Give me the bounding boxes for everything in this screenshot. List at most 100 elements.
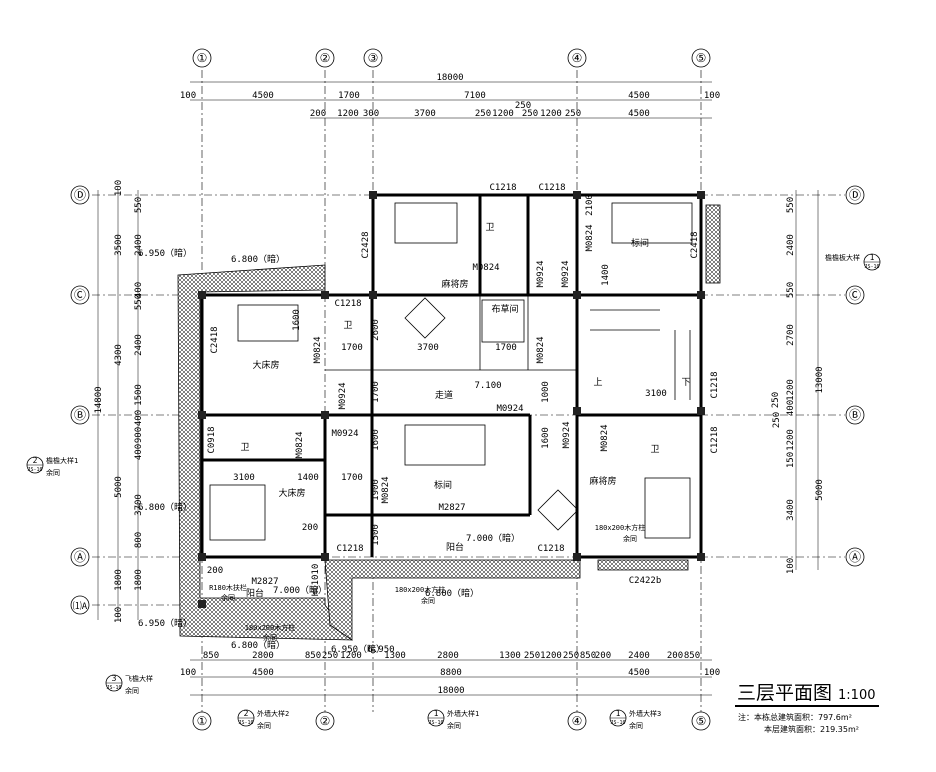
dim: 1200 — [340, 651, 362, 661]
room-label: 卫 — [343, 321, 352, 331]
window-label: C1218 — [537, 544, 564, 554]
dim: 1700 — [371, 381, 381, 403]
furniture — [209, 202, 693, 541]
misc-label: 余同 — [421, 596, 435, 605]
door-label: M0924 — [496, 404, 523, 414]
title-text: 三层平面图 — [737, 682, 833, 704]
level-mark: 6.800（暗） — [231, 253, 285, 265]
callout-text: 外墙大样3 — [629, 709, 661, 718]
area-notes: 注：本栋总建筑面积：797.6m² 本层建筑面积：219.35m² — [738, 712, 859, 736]
window-label: C1218 — [334, 299, 361, 309]
level-marks: 6.950（暗） 6.800（暗） 7.100 7.000（暗） 7.000（暗… — [138, 247, 520, 655]
dim: 1400 — [297, 473, 319, 483]
dim: 250 — [565, 109, 581, 119]
dim: 550 — [786, 282, 796, 298]
door-label: M0824 — [381, 476, 391, 503]
dim: 1300 — [384, 651, 406, 661]
callout-ref: JS-10 — [864, 264, 879, 270]
note-line: 注：本栋总建筑面积：797.6m² — [738, 713, 852, 722]
dim: 1600 — [541, 427, 551, 449]
room-label: 上 — [593, 377, 602, 388]
dim: 1800 — [114, 569, 124, 591]
dim: 2800 — [437, 651, 459, 661]
axis-bubbles-bottom: ① ② ④ ⑤ — [192, 711, 711, 731]
callout-text: 檐檐板大样 — [825, 253, 860, 262]
window-label: C0918 — [207, 426, 217, 453]
misc-label: 180x200木方柱 — [395, 585, 446, 594]
callout-text: 檐檐大样1 — [46, 456, 78, 465]
room-label: 麻将房 — [441, 278, 468, 290]
dim: 300 — [363, 109, 379, 119]
axis-label: ④ — [572, 51, 583, 65]
window-label: C2428 — [361, 231, 371, 258]
callout-ref: JS-10 — [610, 720, 625, 726]
window-label: C1218 — [538, 183, 565, 193]
callout-ref: JS-10 — [428, 720, 443, 726]
door-label: M0824 — [313, 336, 323, 363]
dim: 2600 — [371, 319, 381, 341]
dim: 1600 — [371, 429, 381, 451]
dim: 2100 — [585, 194, 595, 216]
level-mark: 7.000（暗） — [466, 532, 520, 544]
dim: 4500 — [252, 91, 274, 101]
room-label: 大床房 — [252, 359, 279, 371]
room-label: 卫 — [650, 445, 659, 455]
dim: 850 — [580, 651, 596, 661]
room-label: 卫 — [240, 443, 249, 453]
dim: 1200 — [540, 109, 562, 119]
room-label: 走道 — [435, 389, 453, 401]
axis-label: Ⓓ — [849, 188, 861, 202]
dim: 800 — [134, 532, 144, 548]
room-label: 布草间 — [491, 303, 518, 315]
dim-total: 18000 — [436, 73, 463, 83]
dimensions-top: 18000 100 4500 1700 7100 4500 100 200 12… — [180, 73, 720, 119]
dim: 100 — [786, 558, 796, 574]
misc-label: 180x200木方柱 — [245, 623, 296, 632]
level-mark: 6.800（暗） — [425, 587, 479, 599]
door-label: M0924 — [536, 260, 546, 287]
misc-label: 250 — [771, 392, 781, 408]
dim: 1200 — [540, 651, 562, 661]
inner-dimensions: 2600 3700 1700 1700 1700 1000 3100 1600 … — [207, 194, 667, 576]
room-label: 标间 — [631, 237, 649, 249]
dim: 200 — [302, 523, 318, 533]
dim: 200 — [310, 109, 326, 119]
room-label: 阳台 — [446, 541, 464, 553]
axis-bubbles-top: ① ② ③ ④ ⑤ — [192, 48, 711, 68]
dim: 250 — [522, 109, 538, 119]
axis-label: ② — [320, 714, 331, 728]
axis-label: Ⓒ — [849, 288, 861, 302]
window-label: C2418 — [690, 231, 700, 258]
axis-label: ② — [320, 51, 331, 65]
callout-num: 1 — [870, 253, 875, 262]
dim: 14800 — [94, 386, 104, 413]
dim: 6.950 — [367, 645, 394, 655]
dim: 250 — [772, 412, 782, 428]
dim: 550 — [134, 197, 144, 213]
dim: 3100 — [645, 389, 667, 399]
dim: 250 — [563, 651, 579, 661]
axis-label: ③ — [368, 51, 379, 65]
dim: 250 — [475, 109, 491, 119]
callout-text: 外墙大样2 — [257, 709, 289, 718]
dim: 250 — [515, 101, 531, 111]
misc-label: 余同 — [221, 593, 235, 602]
dim: 3100 — [233, 473, 255, 483]
callout-sub: 余同 — [629, 721, 643, 730]
dim: 1700 — [495, 343, 517, 353]
window-label: C1218 — [489, 183, 516, 193]
dim: 4300 — [114, 344, 124, 366]
dim: 3700 — [414, 109, 436, 119]
dimensions-right: 550 2400 550 2700 1200 13000 250 400 120… — [772, 190, 825, 574]
level-mark: 6.950（暗） — [138, 247, 192, 259]
window-label: C1218 — [710, 426, 720, 453]
dim: 100 — [114, 607, 124, 623]
door-label: M0824 — [585, 224, 595, 251]
axis-label: Ⓑ — [74, 408, 86, 422]
dim: 1500 — [134, 384, 144, 406]
dim: 200 — [667, 651, 683, 661]
walls — [200, 193, 703, 559]
axis-label: Ⓓ — [74, 188, 86, 202]
door-label: M0924 — [338, 382, 348, 409]
